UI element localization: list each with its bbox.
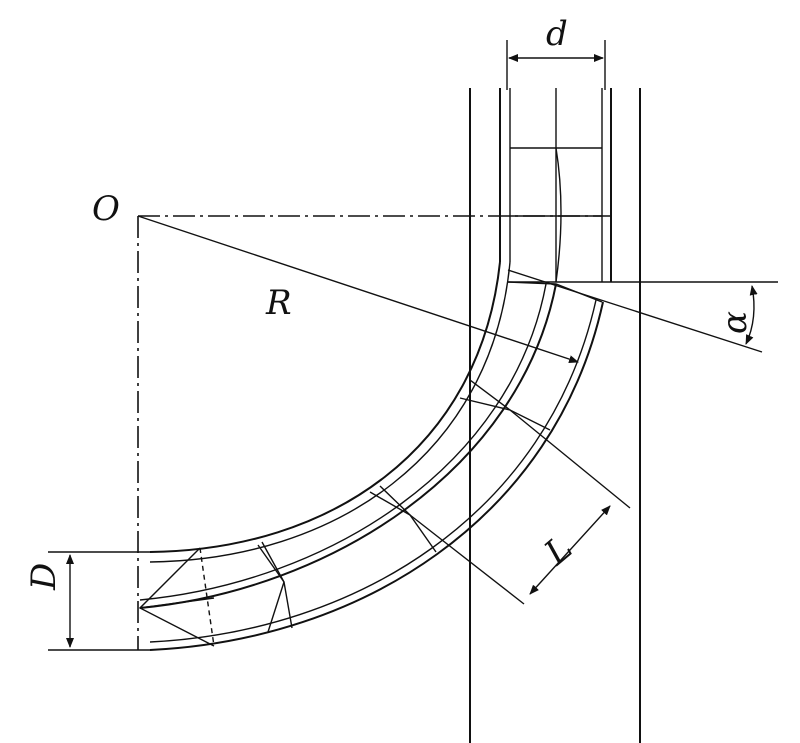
bend-inner-edge bbox=[149, 261, 501, 553]
segment-diag-4 bbox=[257, 544, 285, 583]
O-label: O bbox=[92, 189, 120, 229]
segment-divider-3 bbox=[379, 485, 437, 553]
segment-divider-1 bbox=[507, 281, 603, 303]
bend-outer-edge-2 bbox=[149, 299, 597, 643]
alpha-arc bbox=[745, 285, 758, 345]
tip-wedge bbox=[138, 547, 215, 647]
alpha-label: α bbox=[715, 311, 755, 334]
L-label: L bbox=[536, 528, 580, 574]
tip-dashed bbox=[199, 547, 215, 647]
bend-center-line-2 bbox=[139, 283, 547, 601]
L-dimension-line bbox=[529, 505, 611, 595]
segment-divider-4 bbox=[261, 541, 293, 629]
top-tube-curve bbox=[555, 147, 562, 283]
R-label: R bbox=[265, 283, 292, 323]
L-extension-1 bbox=[509, 409, 631, 509]
segment-diag-1 bbox=[469, 379, 511, 411]
segment-diag-2 bbox=[369, 491, 411, 516]
tip-center bbox=[139, 597, 215, 609]
radius-line bbox=[137, 215, 579, 363]
D-label: D bbox=[24, 563, 64, 591]
bend-outer-edge bbox=[149, 301, 604, 651]
bend-center-line bbox=[139, 283, 557, 609]
L-extension-2 bbox=[409, 514, 525, 605]
bend-inner-edge-2 bbox=[149, 261, 511, 563]
segment-diag-3 bbox=[267, 581, 285, 633]
segment-divider-2 bbox=[459, 397, 551, 431]
d-label: d bbox=[546, 14, 568, 54]
